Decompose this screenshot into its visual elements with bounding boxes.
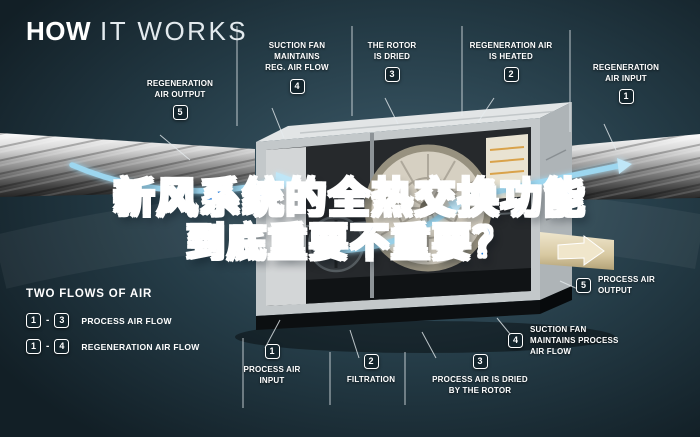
air-handling-unit [256,102,614,330]
step-badge: 2 [363,354,379,369]
heater [486,134,528,200]
label-text: REGENERATION AIR IS HEATED [469,41,553,62]
legend-separator: - [46,341,50,352]
step-badge: 2 [503,67,519,83]
label-regeneration-air-input: REGENERATION AIR INPUT 1 [580,62,672,105]
label-text: PROCESS AIR INPUT [243,365,301,386]
title-light: IT WORKS [100,16,249,46]
step-badge: 5 [576,277,591,293]
label-process-air-output: 5 PROCESS AIR OUTPUT [576,274,688,296]
label-regeneration-air-heated: REGENERATION AIR IS HEATED 2 [452,40,570,83]
leader-lines [159,26,617,408]
legend-item-regeneration-air-flow: 1 - 4 REGENERATION AIR FLOW [26,339,200,354]
airflow-arrow-intake [69,162,279,194]
legend-badge-to: 4 [54,339,70,354]
step-badge: 3 [472,354,488,369]
machine-door-panel [266,147,306,306]
legend-heading: TWO FLOWS OF AIR [26,288,153,300]
label-text: PROCESS AIR IS DRIED BY THE ROTOR [432,375,528,396]
title-bold: HOW [26,16,92,46]
page-title: HOW IT WORKS [26,18,248,44]
legend-badge-from: 1 [26,313,41,328]
legend-separator: - [46,315,50,326]
label-text: THE ROTOR IS DRIED [367,41,417,62]
legend: TWO FLOWS OF AIR 1 - 3 PROCESS AIR FLOW … [26,288,200,354]
legend-badge-to: 3 [54,313,70,328]
legend-badge-from: 1 [26,339,41,354]
label-process-air-dried-by-rotor: 3 PROCESS AIR IS DRIED BY THE ROTOR [412,354,548,396]
label-suction-fan-process-air-flow: 4 SUCTION FAN MAINTAINS PROCESS AIR FLOW [508,324,658,358]
label-text: SUCTION FAN MAINTAINS REG. AIR FLOW [265,41,329,73]
label-text: SUCTION FAN MAINTAINS PROCESS AIR FLOW [530,325,619,357]
label-text: PROCESS AIR OUTPUT [598,275,656,296]
legend-item-process-air-flow: 1 - 3 PROCESS AIR FLOW [26,313,200,328]
rotor [364,144,492,272]
airflow-arrows [69,158,632,254]
process-output-duct [540,232,614,270]
arrowhead-rotor [448,197,466,214]
step-badge: 3 [384,67,400,83]
label-text: REGENERATION AIR OUTPUT [146,79,214,100]
step-badge: 1 [618,89,634,105]
label-filtration: 2 FILTRATION [332,354,410,385]
arrowhead-exhaust [617,158,632,174]
label-text: FILTRATION [346,375,396,384]
label-suction-fan-reg-air-flow: SUCTION FAN MAINTAINS REG. AIR FLOW 4 [246,40,348,94]
legend-label: PROCESS AIR FLOW [81,315,172,326]
label-text: REGENERATION AIR INPUT [592,63,660,84]
machine-right-face [540,102,572,300]
step-badge: 5 [172,105,188,121]
step-badge: 4 [508,333,523,349]
legend-label: REGENERATION AIR FLOW [81,341,200,352]
label-rotor-is-dried: THE ROTOR IS DRIED 3 [346,40,438,83]
airflow-arrow-through-rotor [315,205,455,254]
label-process-air-input: 1 PROCESS AIR INPUT [228,344,316,386]
right-duct [566,134,700,200]
step-badge: 1 [264,344,280,359]
label-regeneration-air-output: REGENERATION AIR OUTPUT 5 [128,78,232,121]
step-badge: 4 [289,78,305,94]
machine-base [256,300,540,330]
machine-top-face [256,102,572,142]
fan [307,215,365,273]
cream-arrow [557,235,605,266]
left-duct [0,133,255,197]
arrowhead-intake [275,172,298,193]
airflow-arrow-exhaust [465,163,621,201]
